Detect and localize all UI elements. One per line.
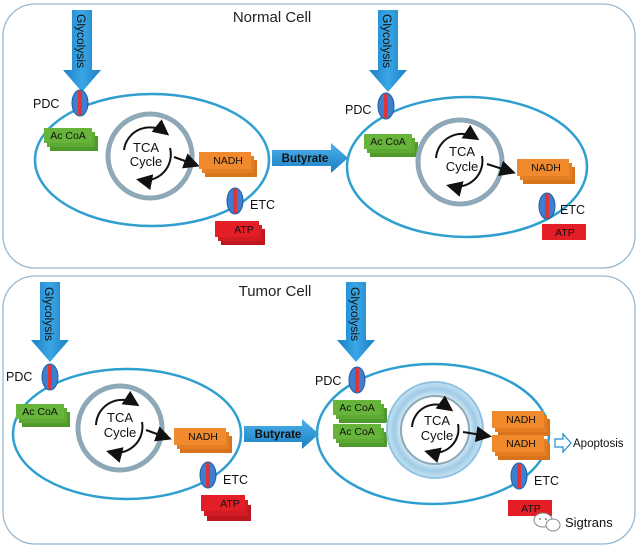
ac-coa-label: Ac CoA [50, 130, 86, 142]
normal-panel-title: Normal Cell [233, 9, 311, 26]
tumor-cell-left: Glycolysis PDC Ac CoA TCA Cycle [6, 282, 251, 521]
atp-stack: ATP [201, 495, 251, 521]
watermark-text: Sigtrans [565, 515, 613, 530]
pdc-label: PDC [315, 374, 341, 388]
ac-coa-stack: Ac CoA [333, 424, 387, 447]
glycolysis-arrow: Glycolysis [63, 10, 101, 92]
butyrate-arrow: Butyrate [272, 143, 348, 173]
normal-cell-left: Glycolysis PDC Ac CoA TCA Cycle [33, 10, 275, 245]
glycolysis-label: Glycolysis [380, 14, 394, 68]
chat-bubble-icon [533, 512, 561, 532]
nadh-stack: NADH [199, 152, 257, 177]
ac-coa-label: Ac CoA [339, 426, 375, 438]
nadh-label: NADH [531, 162, 561, 174]
atp-label: ATP [234, 224, 254, 236]
atp-stack: ATP [215, 221, 265, 245]
ac-coa-stack: Ac CoA [16, 404, 70, 427]
pdc-label: PDC [33, 97, 59, 111]
butyrate-arrow: Butyrate [244, 419, 319, 449]
cycle-label: Cycle [446, 159, 479, 174]
tca-cycle: TCA Cycle [105, 111, 200, 201]
tca-label: TCA [107, 410, 133, 425]
etc-channel [199, 461, 217, 489]
glycolysis-label: Glycolysis [42, 287, 56, 341]
etc-label: ETC [534, 474, 559, 488]
ac-coa-label: Ac CoA [339, 402, 375, 414]
glycolysis-arrow: Glycolysis [31, 282, 69, 362]
etc-channel [510, 462, 528, 490]
tumor-cell-panel: Tumor Cell Glycolysis PDC Ac CoA TCA [2, 275, 636, 545]
cycle-label: Cycle [130, 154, 163, 169]
tumor-panel-title: Tumor Cell [239, 283, 312, 300]
etc-label: ETC [560, 203, 585, 217]
nadh-stack: NADH [517, 159, 575, 184]
apoptosis-arrow: Apoptosis [554, 432, 624, 454]
atp-stack: ATP [542, 224, 586, 240]
atp-label: ATP [521, 503, 541, 515]
butyrate-label: Butyrate [255, 429, 302, 441]
glycolysis-arrow: Glycolysis [369, 10, 407, 92]
cycle-label: Cycle [421, 428, 454, 443]
tca-label: TCA [424, 413, 450, 428]
apoptosis-label: Apoptosis [573, 438, 624, 450]
nadh-stack: NADH [492, 411, 550, 436]
butyrate-label: Butyrate [282, 153, 329, 165]
cycle-label: Cycle [104, 425, 137, 440]
tca-label: TCA [133, 140, 159, 155]
ac-coa-stack: Ac CoA [44, 128, 98, 151]
pdc-channel [348, 366, 366, 394]
glycolysis-label: Glycolysis [74, 14, 88, 68]
pdc-channel [377, 92, 395, 120]
pdc-label: PDC [6, 370, 32, 384]
ac-coa-stack: Ac CoA [333, 400, 387, 423]
glycolysis-label: Glycolysis [348, 287, 362, 341]
tca-cycle-enlarged: TCA Cycle [386, 381, 492, 479]
etc-channel [226, 187, 244, 215]
tca-label: TCA [449, 144, 475, 159]
atp-label: ATP [220, 498, 240, 510]
normal-cell-panel: Normal Cell Glycolysis PDC Ac CoA [2, 3, 636, 269]
nadh-stack: NADH [174, 428, 232, 453]
glycolysis-arrow: Glycolysis [337, 282, 375, 362]
sigtrans-watermark: Sigtrans [533, 512, 613, 532]
tca-cycle: TCA Cycle [415, 117, 516, 207]
ac-coa-stack: Ac CoA [364, 134, 418, 157]
tumor-cell-right: Glycolysis PDC Ac CoA Ac CoA [315, 282, 624, 516]
pdc-channel [41, 363, 59, 391]
etc-channel [538, 192, 556, 220]
etc-label: ETC [223, 473, 248, 487]
atp-label: ATP [555, 227, 575, 239]
nadh-label: NADH [506, 438, 536, 450]
atp-stack: ATP [508, 500, 552, 516]
nadh-stack: NADH [492, 435, 550, 460]
nadh-label: NADH [506, 414, 536, 426]
ac-coa-label: Ac CoA [370, 136, 406, 148]
normal-cell-right: Glycolysis PDC Ac CoA TCA Cycle [345, 10, 589, 240]
ac-coa-label: Ac CoA [22, 406, 58, 418]
pdc-channel [71, 89, 89, 117]
etc-label: ETC [250, 198, 275, 212]
nadh-label: NADH [213, 155, 243, 167]
tca-cycle: TCA Cycle [75, 383, 172, 473]
nadh-label: NADH [188, 431, 218, 443]
pdc-label: PDC [345, 103, 371, 117]
